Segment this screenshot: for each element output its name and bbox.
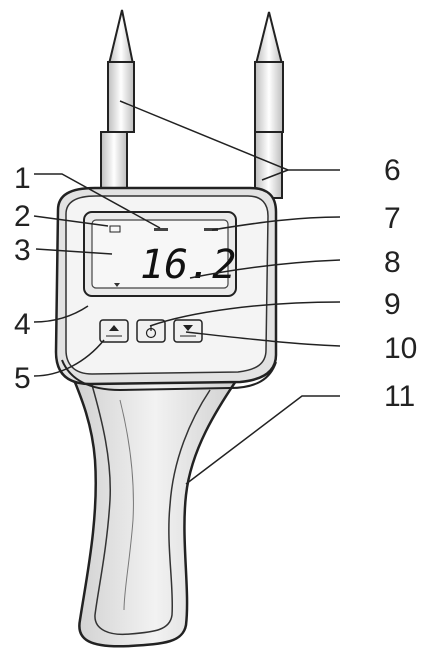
up-button[interactable] <box>99 319 129 343</box>
down-button[interactable] <box>173 319 203 343</box>
lcd-indicator-segment <box>154 228 168 231</box>
callout-4: 4 <box>14 308 31 341</box>
lcd-pointer-icon <box>114 283 120 287</box>
leader-line-3 <box>35 248 113 255</box>
leader-line-4 <box>33 305 89 323</box>
handle <box>68 368 243 648</box>
callout-3: 3 <box>14 234 31 267</box>
leader-line-7 <box>211 216 341 231</box>
callout-11: 11 <box>384 380 415 413</box>
callout-7: 7 <box>384 202 401 235</box>
up-arrow-icon <box>109 325 119 331</box>
leader-line-6a <box>119 100 340 171</box>
leader-line-5 <box>33 339 105 377</box>
power-button[interactable] <box>136 319 166 343</box>
callout-labels: 1 2 3 4 5 6 7 8 9 10 11 <box>14 154 417 413</box>
leader-lines <box>33 100 341 485</box>
battery-icon <box>109 225 121 233</box>
right-probe <box>254 11 284 199</box>
button-row <box>99 319 203 343</box>
left-probe <box>100 9 135 199</box>
callout-8: 8 <box>384 246 401 279</box>
lcd-display: 16.2 <box>83 211 237 297</box>
leader-line-9 <box>149 301 341 327</box>
leader-line-11 <box>185 395 340 485</box>
callout-2: 2 <box>14 200 31 233</box>
leader-line-8 <box>189 259 341 279</box>
leader-line-6b <box>261 169 289 181</box>
leader-line-1 <box>34 173 161 229</box>
callout-5: 5 <box>14 362 31 395</box>
callout-10: 10 <box>384 332 417 365</box>
leader-line-10 <box>185 331 341 347</box>
lcd-mode-segment <box>204 228 218 231</box>
down-arrow-icon <box>183 325 193 331</box>
callout-6: 6 <box>384 154 401 187</box>
lcd-reading: 16.2 <box>140 242 236 288</box>
callout-1: 1 <box>14 162 31 195</box>
leader-line-2 <box>33 215 109 227</box>
callout-9: 9 <box>384 288 401 321</box>
